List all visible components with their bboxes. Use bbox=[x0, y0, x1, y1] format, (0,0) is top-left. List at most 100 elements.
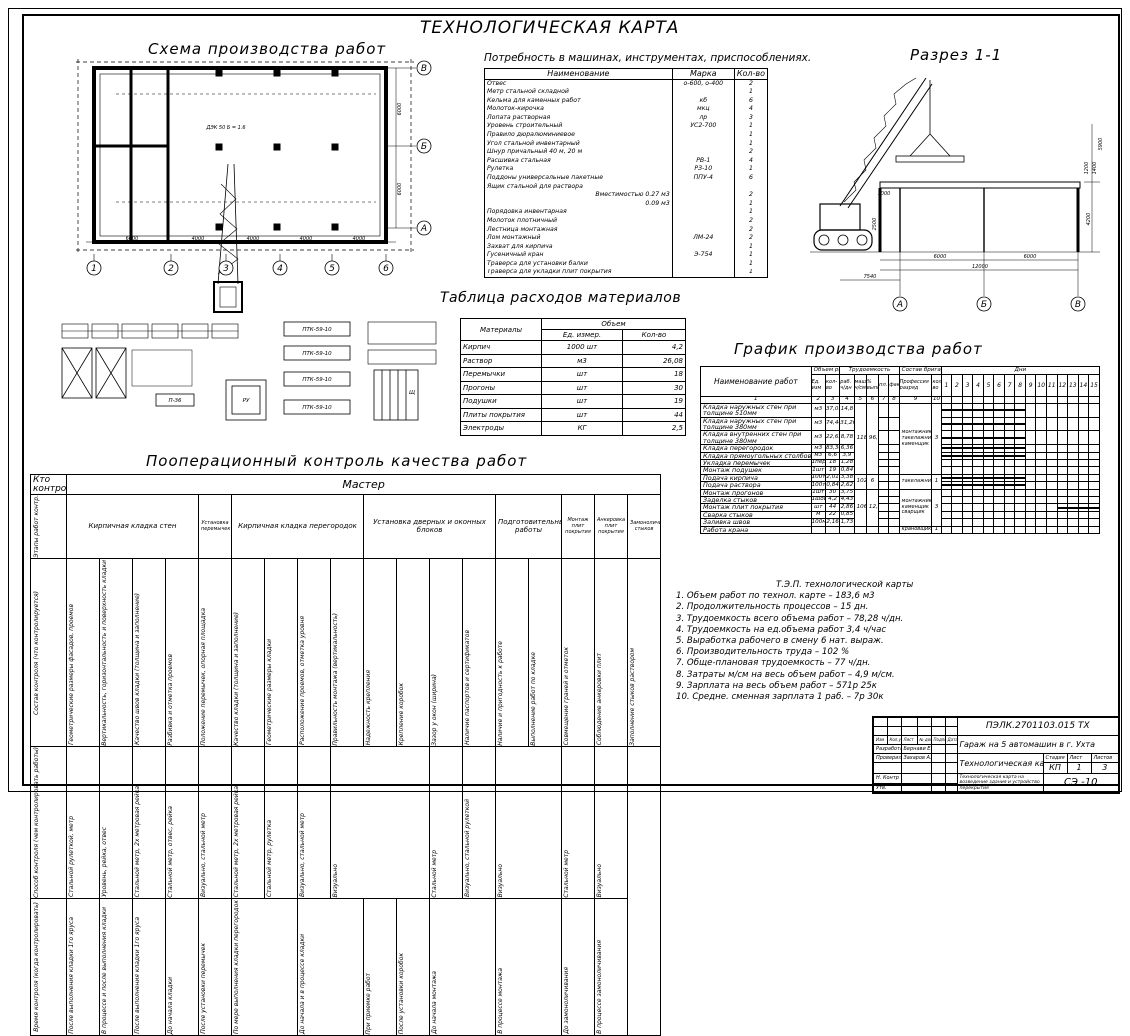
schedule-daycell bbox=[982, 496, 995, 505]
schedule-daycell bbox=[1035, 496, 1047, 505]
quality-cell: До начала монтажа bbox=[429, 898, 496, 1036]
schedule-daycell bbox=[1035, 525, 1047, 535]
schedule-daycell bbox=[1088, 396, 1100, 404]
schedule-daycell bbox=[1024, 416, 1037, 432]
quality-cell: Стальной метр, отвес, рейка bbox=[165, 746, 199, 900]
schedule-cell: м3 bbox=[810, 402, 826, 418]
storage-area: ПТК-59-10 ПТК-59-10 ПТК-59-10 ПТК-59-10 … bbox=[61, 321, 437, 421]
schedule-daycell bbox=[972, 444, 984, 453]
materials-cell: Электроды bbox=[460, 421, 542, 436]
schedule-bar bbox=[942, 447, 951, 450]
quality-cell-text: Визуально bbox=[497, 863, 504, 898]
schedule-daycell bbox=[951, 430, 963, 446]
schedule-daycell bbox=[951, 510, 963, 520]
schedule-daycell bbox=[1035, 396, 1047, 404]
schedule-cell bbox=[878, 496, 890, 505]
machines-cell: кб bbox=[671, 96, 735, 106]
materials-cell: 18 bbox=[622, 367, 686, 382]
schedule-daycell bbox=[1035, 518, 1047, 527]
schedule-labor: 6 bbox=[865, 473, 880, 490]
schedule-daycell bbox=[1088, 518, 1100, 527]
schedule-daycell bbox=[1046, 396, 1058, 404]
schedule-daycell bbox=[1077, 444, 1090, 453]
schedule-daycell bbox=[1035, 444, 1047, 453]
stamp-hdr-cell: Дата bbox=[944, 734, 958, 745]
schedule-bar bbox=[952, 436, 962, 439]
quality-cell: Визуально, стальной рулеткой bbox=[462, 746, 496, 900]
schedule-subheader: факт bbox=[888, 374, 900, 397]
machines-cell: 1 bbox=[733, 165, 769, 175]
schedule-daycell bbox=[982, 503, 995, 512]
quality-cell-text: Стальной метр, отвес, рейка bbox=[167, 805, 174, 898]
machines-cell bbox=[671, 88, 735, 97]
schedule-cell bbox=[888, 466, 900, 475]
quality-cell-text: Визуально, стальной метр bbox=[299, 813, 306, 898]
quality-cell-text: Разбивка и отметка проемов bbox=[167, 653, 174, 746]
schedule-cell: 1шов bbox=[810, 496, 826, 505]
stamp-sheets-h: Листов bbox=[1090, 752, 1120, 763]
schedule-daycell bbox=[982, 444, 995, 453]
schedule-daycell bbox=[1056, 396, 1069, 404]
stamp-hdr-cell: № док. bbox=[916, 734, 932, 745]
tep-item: 2. Продолжительность процессов – 15 дн. bbox=[676, 602, 869, 613]
schedule-day: 8 bbox=[1014, 374, 1026, 397]
quality-cell: Вертикальность, горизонтальность и повер… bbox=[99, 557, 133, 748]
schedule-day: 4 bbox=[972, 374, 984, 397]
schedule-daycell bbox=[1088, 510, 1100, 520]
quality-cell: В процессе монтажа bbox=[495, 898, 562, 1036]
schedule-subheader: раб. ч/дн bbox=[839, 374, 855, 397]
schedule-daycell bbox=[1024, 503, 1037, 512]
schedule-bar bbox=[952, 409, 962, 412]
quality-cell: По мере выполнения кладки перегородок bbox=[231, 898, 298, 1036]
schedule-row: Укладка перемычек1перем181,28 bbox=[700, 459, 1100, 468]
schedule-daycell bbox=[1014, 518, 1026, 527]
schedule-daycell bbox=[961, 496, 974, 505]
quality-cell: Визуально bbox=[330, 746, 430, 900]
schedule-daycell bbox=[1056, 459, 1069, 468]
schedule-daycell bbox=[1024, 488, 1037, 498]
schedule-daycell bbox=[993, 466, 1005, 475]
quality-cell-text: Визуально, стальной метр bbox=[200, 813, 207, 898]
schedule-bar bbox=[973, 447, 983, 450]
quality-cell: Стальной метр bbox=[561, 746, 595, 900]
machines-cell: Угол стальной инвентарный bbox=[484, 139, 673, 149]
schedule-daycell bbox=[940, 396, 953, 404]
schedule-daycell bbox=[940, 430, 953, 446]
schedule-work-name: Монтаж плит покрытия bbox=[700, 503, 812, 512]
schedule-daycell bbox=[1056, 402, 1069, 418]
storage-label-4: П-36 bbox=[168, 398, 182, 404]
schedule-daycell bbox=[1014, 430, 1026, 446]
machines-cell: Траверса для установки балки bbox=[484, 259, 673, 269]
schedule-daycell bbox=[1035, 510, 1047, 520]
machines-cell bbox=[671, 148, 735, 157]
schedule-daycell bbox=[1088, 525, 1100, 535]
quality-cell-text: Соблюдение анкеровки плит bbox=[596, 653, 603, 746]
schedule-cell: 22 bbox=[824, 510, 841, 520]
quality-cell: Наличие паспортов и сертификатов bbox=[462, 557, 496, 748]
machines-cell: Правило дюралюминиевое bbox=[484, 131, 673, 140]
schedule-daycell bbox=[1003, 496, 1016, 505]
quality-cell: Геометрические размеры фасадов, проемов bbox=[66, 557, 100, 748]
schedule-cell: 4,2 bbox=[824, 496, 841, 505]
schedule-daycell bbox=[1014, 459, 1026, 468]
materials-cell: 26,08 bbox=[622, 353, 686, 368]
schedule-colnum: 8 bbox=[888, 396, 900, 404]
quality-col-header: Подготовительные работы bbox=[495, 494, 562, 559]
quality-cell-text: До начала и в процессе кладки bbox=[299, 934, 306, 1035]
schedule-daycell bbox=[993, 459, 1005, 468]
schedule-cell bbox=[878, 451, 890, 461]
stamp-name-1: Захаров А. bbox=[900, 752, 932, 763]
machines-cell bbox=[671, 199, 735, 209]
machines-cell: 0.09 м3 bbox=[484, 199, 673, 209]
schedule-daycell bbox=[982, 451, 995, 461]
schedule-subheader: кол-во bbox=[824, 374, 841, 397]
schedule-cell: 2,01 bbox=[824, 473, 841, 483]
schedule-daycell bbox=[1035, 402, 1047, 418]
schedule-daycell bbox=[1088, 488, 1100, 498]
quality-cell-text: Наличие и пригодность к работе bbox=[497, 640, 504, 746]
